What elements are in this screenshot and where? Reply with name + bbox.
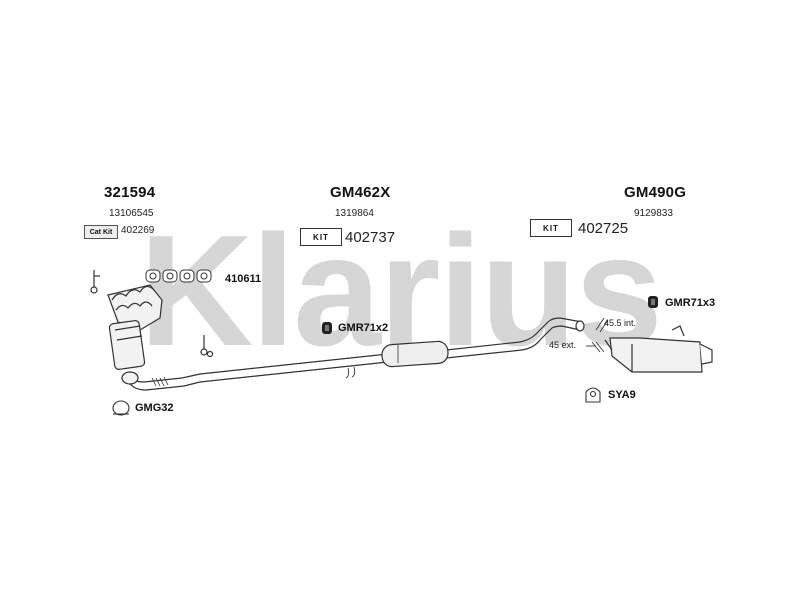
rubber-mount-icon [322,322,332,334]
external-diameter-label: 45 ext. [549,340,577,350]
oem-number: 9129833 [634,208,673,219]
front-pipe [121,335,214,391]
internal-diameter-label: 45.5 int. [604,318,637,328]
dimension-markers [586,317,609,353]
center-pipe [199,317,585,383]
clamp-number: GMG32 [135,402,174,414]
kit-number: 402269 [121,225,155,236]
catalytic-converter [90,270,163,370]
rear-muffler [604,325,713,373]
kit-badge: Cat Kit [84,225,118,239]
kit-number: 402737 [345,229,396,246]
bracket-icon [585,387,601,403]
kit-badge: KIT [530,219,572,237]
clamp-icon [112,400,130,416]
part-number: GM490G [624,184,687,201]
mount-number: GMR71x3 [665,297,716,309]
bracket-number: SYA9 [608,389,636,401]
part-number: 321594 [104,184,156,201]
gasket-set [145,269,212,283]
oem-number: 1319864 [335,208,374,219]
oem-number: 13106545 [109,208,154,219]
mount-number: GMR71x2 [338,322,389,334]
part-number: GM462X [330,184,391,201]
kit-number: 402725 [578,220,629,237]
kit-badge: KIT [300,228,342,246]
rubber-mount-icon [648,296,658,308]
gasket-number: 410611 [225,273,262,285]
